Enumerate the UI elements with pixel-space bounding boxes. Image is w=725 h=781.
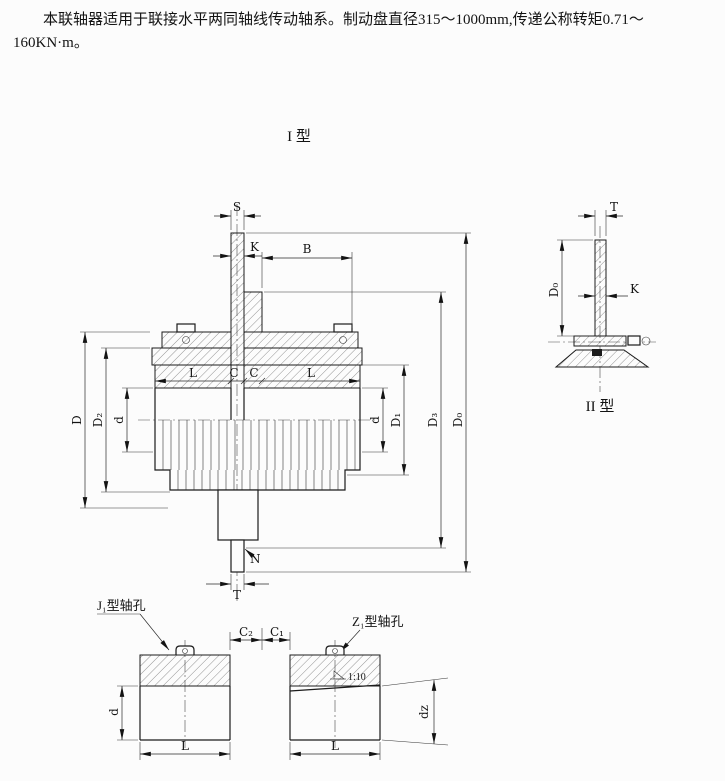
dim-t-main: T (206, 574, 269, 602)
taper-ratio-label: 1:10 (348, 672, 366, 683)
dim-k: K (213, 240, 262, 259)
dim-l-j1: L (139, 739, 231, 760)
dim-dz: dz (381, 677, 449, 746)
dim-label-k-type2: K (630, 282, 640, 296)
bolt-head-right (333, 323, 353, 333)
z1-key-circle (332, 648, 338, 654)
type1-title: I 型 (287, 128, 311, 145)
center-lines (138, 204, 376, 604)
dim-label-d0-main: D₀ (451, 413, 465, 428)
z1-label: Z₁型轴孔 (352, 614, 403, 629)
dim-d3: D₃ (246, 291, 446, 549)
dim-label-s: S (233, 200, 241, 214)
dim-label-c-left: C (229, 366, 238, 380)
dim-label-c-right: C (249, 366, 258, 380)
dim-label-d1: D₁ (389, 413, 403, 427)
intro-paragraph: 本联轴器适用于联接水平两同轴线传动轴系。制动盘直径315～1000mm,传递公称… (13, 9, 713, 56)
dim-label-t-type2: T (610, 200, 618, 214)
j1-key-circle (182, 648, 188, 654)
dim-n: N (244, 548, 261, 566)
type1-view: S K B L C C (70, 200, 471, 604)
dim-label-c1: C₁ (270, 625, 284, 639)
z1-hub-section (289, 645, 381, 741)
dim-label-d-cap: D (70, 415, 84, 425)
dim-label-d-j1: d (107, 708, 121, 716)
dim-k-type2: K (578, 282, 640, 299)
taper-bore-line (289, 684, 381, 692)
dim-label-d3: D₃ (426, 413, 440, 428)
dim-label-k: K (250, 240, 260, 254)
mount-bracket (554, 349, 650, 368)
dim-d-bore-right: d (362, 387, 388, 453)
z1-view: Z₁型轴孔 1:10 dz (289, 614, 449, 760)
dim-label-n: N (250, 552, 261, 566)
type2-hub (554, 335, 651, 368)
intro-line-1: 本联轴器适用于联接水平两同轴线传动轴系。制动盘直径315～1000mm,传递公称… (43, 12, 644, 28)
dim-label-l-z1: L (331, 739, 339, 753)
dim-label-c2: C₂ (239, 625, 253, 639)
dim-d2: D₂ (91, 347, 170, 493)
type2-title: II 型 (586, 398, 615, 415)
nut-type2 (641, 336, 651, 346)
dim-d-j1: d (107, 685, 138, 741)
z1-keyway (325, 645, 345, 655)
bolt-head-type2 (627, 335, 641, 346)
dim-label-d-bore-left: d (112, 416, 126, 424)
j1-hub-section (139, 645, 231, 741)
dim-label-t-main: T (233, 588, 241, 602)
key-block (592, 349, 602, 356)
j1-view: J₁型轴孔 d L (97, 598, 231, 760)
j1-keyway (175, 645, 195, 655)
dim-t-type2: T (578, 200, 623, 236)
type2-view: T D₀ K II 型 (547, 200, 656, 415)
flange-section (151, 323, 363, 366)
taper-annotation: 1:10 (330, 670, 366, 683)
brake-disc-side (594, 239, 607, 337)
dim-c2-c1: C₂ C₁ (229, 625, 291, 650)
intro-line-2: 160KN·m。 (13, 35, 89, 52)
dim-d1: D₁ (347, 364, 409, 476)
lower-hub (217, 489, 259, 573)
dim-d-bore-left: d (112, 387, 153, 453)
brake-disc-section (230, 232, 263, 366)
dim-label-l-j1: L (181, 739, 189, 753)
dim-label-dz: dz (417, 705, 431, 719)
dim-d0-main: D₀ (246, 232, 471, 573)
dim-label-l-right: L (307, 366, 315, 380)
dim-lccl: L C C L (155, 366, 360, 385)
dim-d-outer: D (70, 331, 168, 509)
j1-label: J₁型轴孔 (97, 598, 146, 613)
dim-label-l-left: L (189, 366, 197, 380)
dim-label-d2: D₂ (91, 413, 105, 428)
gear-teeth (154, 420, 361, 491)
dim-label-b: B (303, 242, 312, 256)
bolt-left (182, 336, 190, 344)
taper-triangle-icon (333, 670, 345, 680)
dim-d0-type2: D₀ (547, 239, 593, 337)
bolt-head-left (176, 323, 196, 333)
dim-b: B (261, 242, 353, 328)
bolt-right (339, 336, 347, 344)
dim-label-d-bore-right: d (368, 416, 382, 424)
dim-label-d0-type2: D₀ (547, 283, 561, 298)
dim-s: S (214, 200, 261, 230)
dim-l-z1: L (289, 739, 381, 760)
j1-leader (139, 613, 170, 651)
